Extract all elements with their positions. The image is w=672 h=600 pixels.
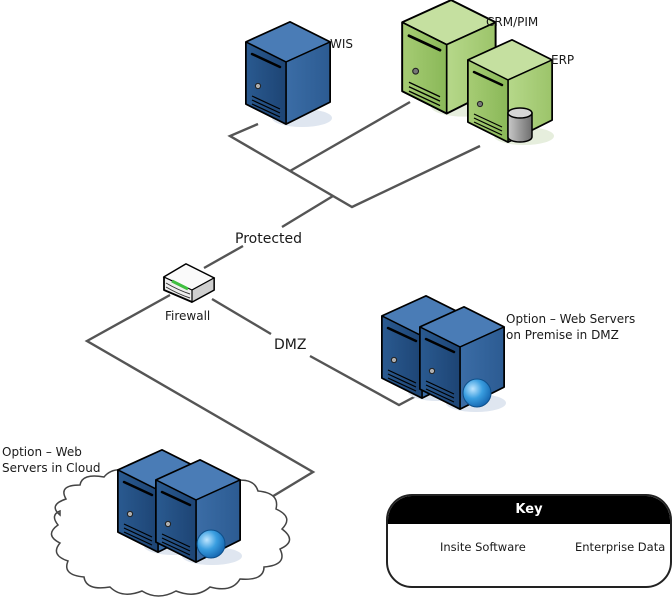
dmz-servers-label: Option – Web Servers on Premise in DMZ bbox=[506, 312, 636, 342]
line-wis-to-bus bbox=[227, 122, 481, 209]
erp-label: ERP bbox=[551, 53, 575, 67]
firewall-label: Firewall bbox=[165, 309, 211, 323]
dmz-server-pair-icon[interactable] bbox=[380, 294, 508, 414]
dmz-zone-label: DMZ bbox=[274, 337, 307, 353]
line-bus-to-protected bbox=[281, 194, 334, 229]
line-firewall-to-dmz bbox=[211, 297, 272, 336]
database-icon bbox=[507, 107, 533, 143]
cloud-servers-label: Option – Web Servers in Cloud bbox=[2, 445, 101, 475]
line-crm-to-bus bbox=[289, 100, 411, 173]
globe-icon bbox=[196, 529, 226, 559]
connection-lines bbox=[84, 100, 481, 500]
protected-zone-label: Protected bbox=[235, 231, 302, 247]
line-protected-to-firewall bbox=[203, 244, 244, 270]
legend-box: Key Insite Software Enterprise Data bbox=[386, 494, 672, 588]
wis-server-icon[interactable] bbox=[244, 20, 334, 129]
wis-label: WIS bbox=[330, 37, 354, 51]
globe-icon bbox=[462, 378, 492, 408]
legend-item-insite: Insite Software bbox=[440, 540, 526, 554]
legend-title: Key bbox=[388, 496, 670, 524]
legend-item-enterprise: Enterprise Data bbox=[575, 540, 666, 554]
line-dmz-to-onprem bbox=[309, 354, 417, 407]
cloud-server-pair-icon[interactable] bbox=[116, 448, 244, 567]
line-firewall-to-cloud bbox=[84, 293, 316, 500]
firewall-icon[interactable] bbox=[162, 263, 216, 304]
crm-pim-label: CRM/PIM bbox=[486, 15, 539, 29]
